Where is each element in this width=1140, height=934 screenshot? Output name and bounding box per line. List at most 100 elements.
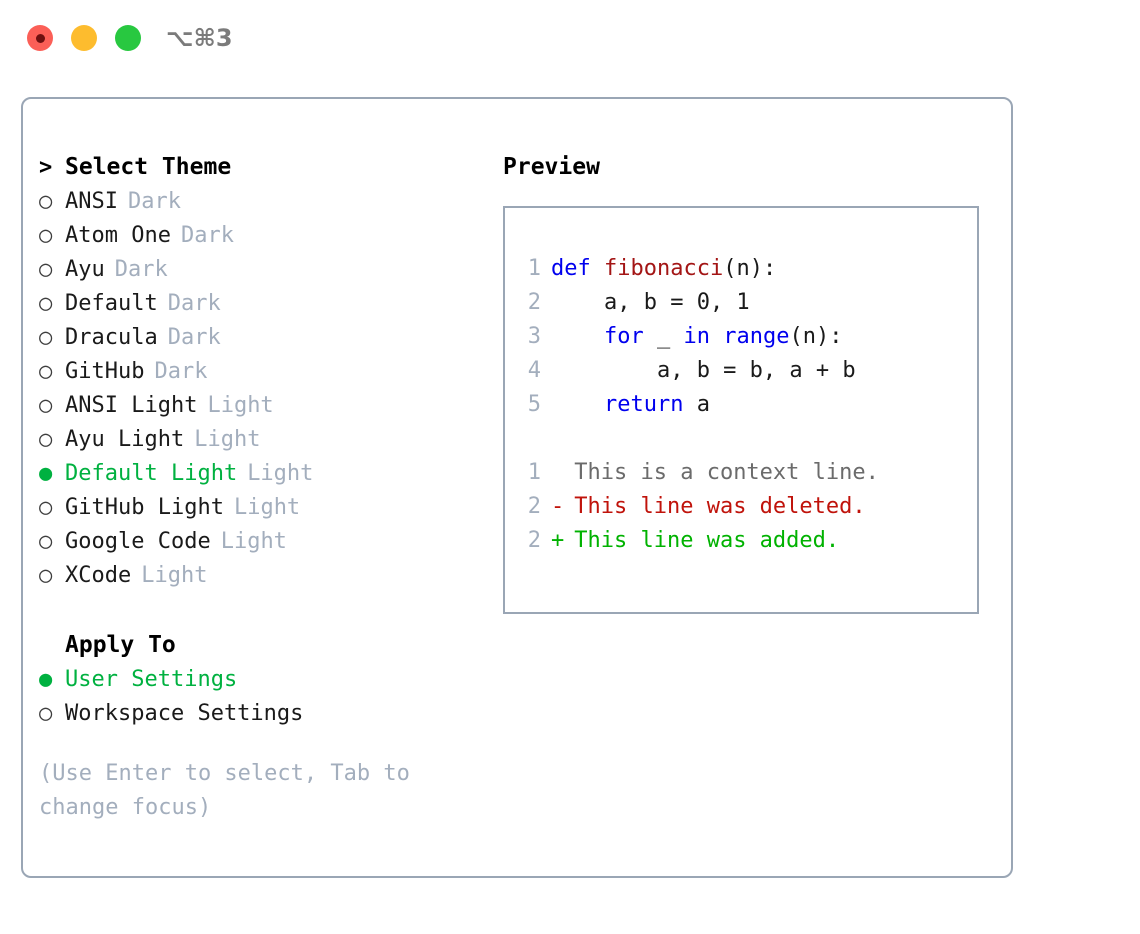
line-number: 5	[527, 392, 541, 417]
maximize-window-button[interactable]	[115, 25, 141, 51]
line-number: 2	[527, 494, 541, 519]
theme-option-ansi[interactable]: ○ ANSI Dark	[39, 185, 479, 219]
radio-icon[interactable]: ○	[39, 495, 53, 520]
theme-option-tag: Dark	[114, 257, 168, 282]
radio-icon[interactable]: ○	[39, 563, 53, 588]
code-line: 2 a, b = 0, 1	[505, 286, 977, 320]
theme-option-tag: Light	[233, 495, 301, 520]
theme-option-label: Default Light	[65, 461, 238, 486]
code-token-plain	[551, 324, 604, 349]
theme-option-tag: Dark	[180, 223, 234, 248]
radio-icon[interactable]: ○	[39, 701, 53, 726]
code-token-plain: _	[643, 324, 684, 349]
preview-code-box: 1 def fibonacci(n): 2 a, b = 0, 1 3 for …	[503, 206, 979, 614]
theme-option-default[interactable]: ○ Default Dark	[39, 287, 479, 321]
diff-line-text: This is a context line.	[574, 460, 879, 485]
code-line-content: def fibonacci(n):	[551, 252, 776, 286]
apply-to-option-workspace-settings[interactable]: ○ Workspace Settings	[39, 697, 479, 731]
theme-option-github[interactable]: ○ GitHub Dark	[39, 355, 479, 389]
theme-option-atom-one[interactable]: ○ Atom One Dark	[39, 219, 479, 253]
code-line: 5 return a	[505, 388, 977, 422]
line-number: 1	[527, 460, 541, 485]
theme-option-label: Ayu	[65, 257, 105, 282]
code-token-plain: (n):	[789, 324, 843, 349]
theme-option-google-code[interactable]: ○ Google Code Light	[39, 525, 479, 559]
radio-selected-icon[interactable]: ●	[39, 667, 53, 692]
radio-icon[interactable]: ○	[39, 257, 53, 282]
radio-icon[interactable]: ○	[39, 223, 53, 248]
theme-option-tag: Dark	[167, 325, 221, 350]
theme-option-dracula[interactable]: ○ Dracula Dark	[39, 321, 479, 355]
keyboard-hint-text: (Use Enter to select, Tab to change focu…	[39, 761, 410, 820]
theme-option-tag: Dark	[154, 359, 208, 384]
code-diff-separator	[505, 422, 977, 456]
diff-line-text: This line was added.	[574, 528, 840, 553]
code-line: 1 def fibonacci(n):	[505, 252, 977, 286]
theme-option-label: Atom One	[65, 223, 171, 248]
theme-option-label: ANSI Light	[65, 393, 198, 418]
apply-to-heading-label: Apply To	[65, 632, 176, 658]
theme-option-label: GitHub Light	[65, 495, 224, 520]
radio-icon[interactable]: ○	[39, 291, 53, 316]
radio-icon[interactable]: ○	[39, 325, 53, 350]
theme-option-default-light[interactable]: ● Default Light Light	[39, 457, 479, 491]
code-line-content: for _ in range(n):	[551, 320, 842, 354]
line-number: 2	[527, 528, 541, 553]
code-line-content: a, b = b, a + b	[551, 354, 856, 388]
theme-option-label: Default	[65, 291, 158, 316]
list-spacer	[39, 593, 479, 627]
apply-to-option-label: User Settings	[65, 667, 238, 692]
line-number: 1	[527, 256, 541, 281]
diff-sign: +	[551, 528, 565, 553]
preview-heading: Preview	[503, 154, 600, 180]
radio-icon[interactable]: ○	[39, 393, 53, 418]
radio-selected-icon[interactable]: ●	[39, 461, 53, 486]
line-number: 3	[527, 324, 541, 349]
diff-line-added: 2 + This line was added.	[505, 524, 977, 558]
diff-line-deleted: 2 - This line was deleted.	[505, 490, 977, 524]
diff-line-context: 1 This is a context line.	[505, 456, 977, 490]
theme-option-label: Ayu Light	[65, 427, 185, 452]
radio-icon[interactable]: ○	[39, 189, 53, 214]
traffic-light-group	[27, 25, 141, 51]
apply-to-option-user-settings[interactable]: ● User Settings	[39, 663, 479, 697]
theme-option-ayu-light[interactable]: ○ Ayu Light Light	[39, 423, 479, 457]
apply-to-option-label: Workspace Settings	[65, 701, 304, 726]
diff-sign	[551, 456, 564, 490]
theme-option-xcode[interactable]: ○ XCode Light	[39, 559, 479, 593]
theme-option-label: Dracula	[65, 325, 158, 350]
select-theme-heading: > Select Theme	[39, 149, 479, 185]
code-token-builtin: range	[723, 324, 790, 349]
close-window-button[interactable]	[27, 25, 53, 51]
radio-icon[interactable]: ○	[39, 427, 53, 452]
diff-line-text: This line was deleted.	[574, 494, 866, 519]
code-token-function: fibonacci	[603, 256, 724, 281]
theme-option-tag: Dark	[167, 291, 221, 316]
line-number: 4	[527, 358, 541, 383]
theme-option-label: ANSI	[65, 189, 118, 214]
theme-option-tag: Dark	[127, 189, 181, 214]
minimize-window-button[interactable]	[71, 25, 97, 51]
preview-column: Preview 1 def fibonacci(n): 2 a, b = 0, …	[503, 149, 993, 614]
theme-option-tag: Light	[207, 393, 274, 418]
theme-option-ayu[interactable]: ○ Ayu Dark	[39, 253, 479, 287]
theme-option-ansi-light[interactable]: ○ ANSI Light Light	[39, 389, 479, 423]
code-token-keyword: return	[603, 392, 684, 417]
theme-option-tag: Light	[247, 461, 314, 486]
window-title: ⌥⌘3	[166, 24, 233, 52]
select-theme-heading-label: Select Theme	[65, 154, 232, 180]
code-token-plain: a, b = 0, 1	[551, 290, 750, 315]
radio-icon[interactable]: ○	[39, 529, 53, 554]
radio-icon[interactable]: ○	[39, 359, 53, 384]
theme-option-label: XCode	[65, 563, 132, 588]
code-line-content: return a	[551, 388, 710, 422]
theme-option-label: Google Code	[65, 529, 211, 554]
code-token-plain: (n):	[723, 256, 777, 281]
theme-option-tag: Light	[194, 427, 261, 452]
theme-option-label: GitHub	[65, 359, 145, 384]
code-line: 4 a, b = b, a + b	[505, 354, 977, 388]
title-bar: ⌥⌘3	[0, 0, 1140, 78]
code-token-plain: a, b = b, a + b	[551, 358, 856, 383]
theme-option-github-light[interactable]: ○ GitHub Light Light	[39, 491, 479, 525]
